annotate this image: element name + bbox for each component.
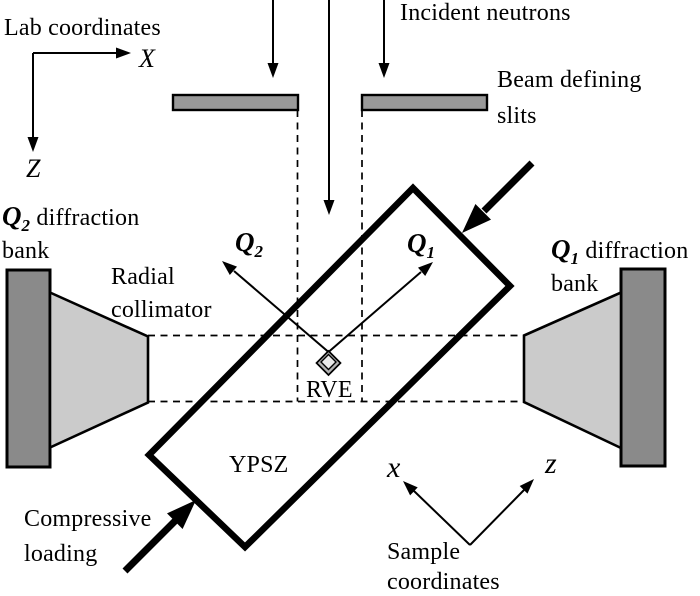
q1-vec-sub: 1	[426, 243, 436, 262]
q2-vec-sub: 2	[254, 242, 264, 261]
radial-collimator-right-shape	[522, 290, 623, 451]
sample-axis-x-label: x	[387, 451, 401, 484]
lab-axis-Z-label: Z	[26, 154, 41, 183]
sample-axis-x-shaft	[413, 490, 471, 546]
beam-slit-right	[360, 93, 489, 112]
radial-collimator-label: Radial collimator	[111, 264, 212, 323]
q1-bank-q: Q	[551, 234, 571, 264]
compressive-arrow-top-shaft	[481, 160, 535, 214]
incident-beam-center-head	[323, 200, 335, 215]
rve-label: RVE	[306, 377, 353, 403]
q2-diffraction-bank-shape	[5, 268, 52, 469]
q2-diffraction-bank-label: Q2 diffraction bank	[2, 200, 139, 268]
sample-axis-z-shaft	[469, 489, 525, 546]
ypsz-sample-outline	[144, 183, 515, 552]
q1-vector-label: Q1	[407, 227, 435, 262]
beam-slit-left	[171, 93, 300, 112]
q2-vector-head	[222, 261, 237, 275]
sample-axis-x-head	[403, 481, 418, 496]
q2-bank-sub: 2	[21, 216, 31, 235]
q1-bank-sub: 1	[570, 249, 580, 268]
q2-bank-q: Q	[2, 201, 22, 231]
q1-vector-shaft	[327, 271, 422, 353]
beam-defining-slits-label: Beam defining slits	[497, 67, 642, 129]
q1-bank-rest: diffraction bank	[551, 238, 689, 297]
incident-arrow-right-head	[378, 63, 390, 78]
q2-vec-q: Q	[235, 227, 255, 257]
lab-axis-X-head	[116, 47, 131, 59]
sample-axis-z-label: z	[545, 447, 557, 480]
sample-coordinates-label: Sample coordinates	[387, 539, 500, 595]
q2-vector-shaft	[233, 270, 330, 353]
radial-collimator-left-shape	[48, 290, 150, 450]
lab-axis-X-label: X	[139, 44, 156, 73]
lab-axis-Z-head	[27, 137, 39, 152]
q1-vector-head	[418, 262, 433, 276]
incident-neutrons-label: Incident neutrons	[400, 0, 571, 26]
ypsz-label: YPSZ	[229, 452, 289, 478]
q2-bank-rest: diffraction bank	[2, 205, 140, 264]
lab-coordinates-label: Lab coordinates	[4, 15, 161, 41]
sample-axis-z-head	[519, 479, 534, 494]
q2-vector-label: Q2	[235, 226, 263, 261]
compressive-arrow-top-head	[462, 204, 491, 233]
compressive-arrow-bottom-shaft	[122, 514, 182, 574]
q1-vec-q: Q	[407, 228, 427, 258]
rve-diamond-inner	[320, 353, 337, 371]
incident-arrow-left-head	[267, 63, 279, 78]
compressive-loading-label: Compressive loading	[24, 506, 152, 567]
compressive-arrow-bottom-head	[167, 500, 196, 529]
q1-diffraction-bank-label: Q1 diffraction bank	[551, 233, 688, 301]
